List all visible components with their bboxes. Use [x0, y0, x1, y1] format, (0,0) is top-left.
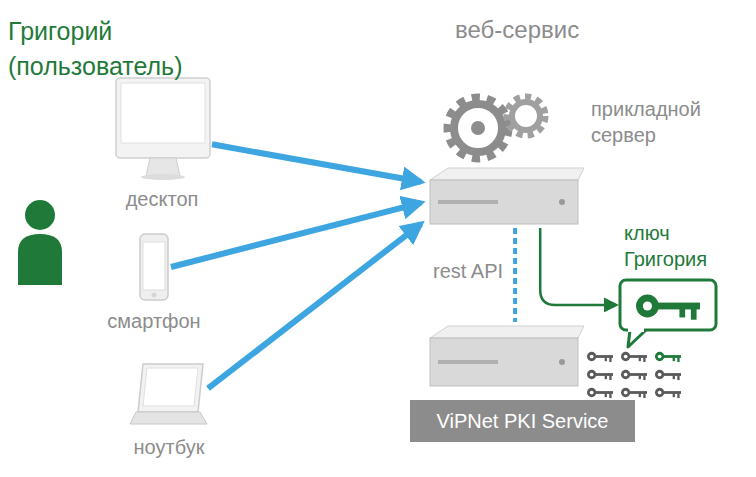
- device-node: десктоп: [112, 75, 212, 180]
- node-label: ключ Григория: [624, 220, 752, 272]
- pki-server: [430, 326, 681, 398]
- node-label: смартфон: [107, 308, 200, 334]
- node-label: ноутбук: [134, 434, 205, 460]
- app-server: [430, 97, 584, 224]
- server-node: прикладной сервер: [425, 88, 585, 228]
- edge-label: rest API: [433, 258, 503, 284]
- flow-arrow: [212, 144, 421, 182]
- key-bubble: [620, 280, 716, 347]
- node-label: Григорий (пользователь): [8, 10, 223, 84]
- node-label: десктоп: [126, 186, 199, 212]
- flow-arrow: [208, 224, 421, 389]
- laptop-icon: [130, 364, 207, 424]
- key-node: ключ Григория: [618, 278, 718, 334]
- flow-arrow: [171, 203, 421, 267]
- flow-arrow: [540, 228, 616, 305]
- smartphone-icon: [140, 234, 168, 300]
- desktop-icon: [116, 78, 210, 180]
- user-icon: [18, 200, 62, 285]
- device-node: смартфон: [137, 232, 171, 302]
- node-label: прикладной сервер: [591, 96, 726, 148]
- user-node: Григорий (пользователь): [8, 10, 223, 290]
- device-node: ноутбук: [130, 362, 208, 428]
- band-label: ViPNet PKI Service: [410, 400, 635, 442]
- api-link: [513, 228, 517, 322]
- group-heading: веб-сервис: [455, 14, 579, 45]
- pki-node: ViPNet PKI Service: [410, 322, 635, 442]
